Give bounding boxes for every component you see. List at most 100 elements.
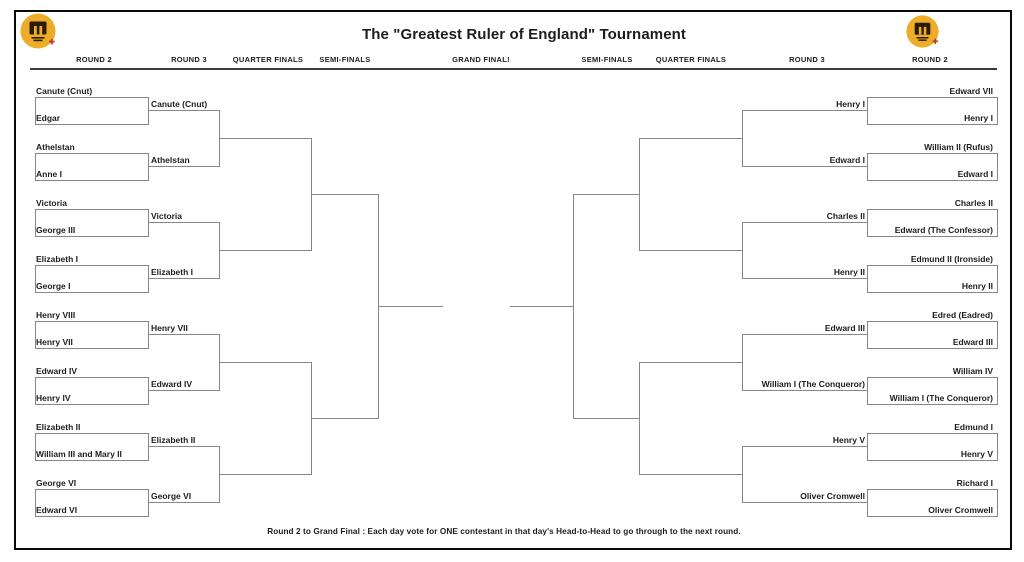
bracket-entry-round2: Henry V <box>960 449 993 459</box>
column-header-7: ROUND 3 <box>789 55 825 64</box>
round3-line <box>742 110 868 111</box>
bracket-entry-round3: Canute (Cnut) <box>151 99 208 109</box>
bracket-entry-round3: Henry VII <box>151 323 188 333</box>
bracket-entry-round2: Edward VII <box>949 86 993 96</box>
bracket-entry-round2: George III <box>36 225 76 235</box>
page-border-frame <box>14 10 1012 550</box>
tournament-logo-left <box>19 12 57 50</box>
bracket-entry-round3: Henry V <box>832 435 865 445</box>
round3-line <box>148 278 219 279</box>
round3-line <box>148 390 219 391</box>
bracket-entry-round3: Henry II <box>833 267 865 277</box>
bracket-entry-round3: Victoria <box>151 211 183 221</box>
column-header-5: SEMI-FINALS <box>581 55 633 64</box>
round3-line <box>742 502 868 503</box>
match-box <box>867 321 998 349</box>
round3-line <box>742 166 868 167</box>
quarterfinal-join-line <box>639 362 640 475</box>
bracket-entry-round3: Edward IV <box>151 379 193 389</box>
quarterfinal-line <box>639 362 742 363</box>
bracket-entry-round3: Henry I <box>836 99 865 109</box>
match-box <box>35 97 149 125</box>
bracket-entry-round2: Victoria <box>36 198 68 208</box>
round3-join-line <box>742 110 743 167</box>
bracket-entry-round2: Henry VIII <box>36 310 76 320</box>
match-box <box>35 265 149 293</box>
round3-line <box>742 334 868 335</box>
bracket-entry-round2: Edward I <box>957 169 993 179</box>
round3-line <box>148 222 219 223</box>
quarterfinal-line <box>219 362 311 363</box>
semifinal-line <box>311 418 378 419</box>
bracket-entry-round3: Oliver Cromwell <box>800 491 865 501</box>
footer-note: Round 2 to Grand Final : Each day vote f… <box>267 527 741 536</box>
bracket-entry-round2: Henry II <box>961 281 993 291</box>
bracket-entry-round2: William I (The Conqueror) <box>889 393 993 403</box>
bracket-entry-round2: Edmund I <box>954 422 993 432</box>
match-box <box>35 209 149 237</box>
round3-line <box>148 446 219 447</box>
bracket-entry-round2: Edward VI <box>36 505 78 515</box>
bracket-entry-round2: Edward (The Confessor) <box>894 225 993 235</box>
quarterfinal-line <box>639 474 742 475</box>
bracket-entry-round2: George I <box>36 281 71 291</box>
bracket-entry-round2: Henry VII <box>36 337 73 347</box>
tournament-logo-right <box>905 14 940 49</box>
bracket-entry-round3: Charles II <box>826 211 865 221</box>
round3-line <box>148 334 219 335</box>
bracket-entry-round2: William IV <box>952 366 993 376</box>
round3-line <box>148 166 219 167</box>
grandfinal-line <box>510 306 573 307</box>
semifinal-join-line <box>573 194 574 419</box>
bracket-entry-round2: Canute (Cnut) <box>36 86 93 96</box>
match-box <box>35 489 149 517</box>
round3-join-line <box>742 446 743 503</box>
quarterfinal-line <box>639 138 742 139</box>
match-box <box>35 153 149 181</box>
bracket-entry-round3: Athelstan <box>151 155 190 165</box>
match-box <box>867 209 998 237</box>
round3-join-line <box>742 222 743 279</box>
round3-line <box>742 278 868 279</box>
bracket-entry-round2: Elizabeth II <box>36 422 81 432</box>
bracket-entry-round2: George VI <box>36 478 77 488</box>
round3-line <box>742 222 868 223</box>
round3-line <box>148 502 219 503</box>
column-header-2: QUARTER FINALS <box>232 55 304 64</box>
quarterfinal-line <box>219 138 311 139</box>
crown-battlement-logo-icon <box>20 13 56 49</box>
bracket-entry-round3: Elizabeth I <box>151 267 194 277</box>
bracket-entry-round2: Edgar <box>36 113 61 123</box>
quarterfinal-join-line <box>639 138 640 251</box>
column-header-6: QUARTER FINALS <box>655 55 727 64</box>
grandfinal-line <box>378 306 443 307</box>
bracket-entry-round3: William I (The Conqueror) <box>761 379 865 389</box>
column-header-3: SEMI-FINALS <box>319 55 371 64</box>
match-box <box>35 321 149 349</box>
match-box <box>867 97 998 125</box>
round3-line <box>148 110 219 111</box>
round3-line <box>742 390 868 391</box>
header-rule <box>30 68 997 70</box>
bracket-entry-round3: Edward III <box>824 323 865 333</box>
bracket-entry-round3: Edward I <box>829 155 865 165</box>
bracket-entry-round3: Elizabeth II <box>151 435 196 445</box>
round3-join-line <box>742 334 743 391</box>
bracket-entry-round2: Edmund II (Ironside) <box>910 254 993 264</box>
match-box <box>35 433 149 461</box>
match-box <box>867 489 998 517</box>
bracket-entry-round2: Richard I <box>956 478 993 488</box>
bracket-entry-round2: Edward IV <box>36 366 78 376</box>
column-header-0: ROUND 2 <box>76 55 112 64</box>
quarterfinal-line <box>219 474 311 475</box>
bracket-entry-round2: Athelstan <box>36 142 75 152</box>
column-header-4: GRAND FINAL! <box>452 55 510 64</box>
crown-battlement-logo-icon <box>906 15 939 48</box>
match-box <box>867 433 998 461</box>
bracket-entry-round2: Edward III <box>952 337 993 347</box>
round3-line <box>742 446 868 447</box>
semifinal-line <box>573 194 639 195</box>
match-box <box>867 377 998 405</box>
